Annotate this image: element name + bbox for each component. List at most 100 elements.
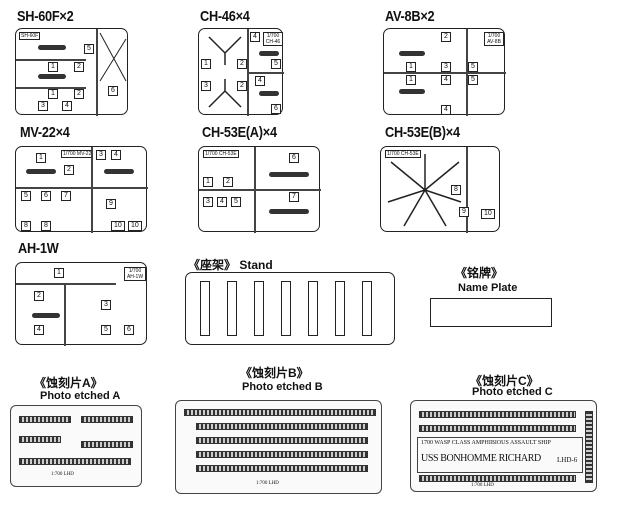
rotor-blades-icon [208,36,242,108]
photo-etch-sheet-c: 1700 WASP CLASS AMPHIBIOUS ASSAULT SHIP … [410,400,597,492]
rotor-blades-icon [387,154,462,227]
part-number: 10 [128,221,142,231]
part-number: 7 [289,192,299,202]
part-number: 2 [74,89,84,99]
part-number: 1 [48,89,58,99]
part-number: 2 [441,32,451,42]
stand-title-cn: 《座架》 [188,258,237,272]
part-number: 4 [62,101,72,111]
part-number: 6 [41,191,51,201]
sprue-title-ah1w: AH-1W [18,240,59,257]
part-number: 5 [271,59,281,69]
part-number: 6 [124,325,134,335]
part-number: 2 [237,59,247,69]
part-number: 8 [21,221,31,231]
sprue-sh60f: SH-60F 1 2 5 1 2 3 4 6 [15,28,128,116]
pe-c-subtitle: Photo etched C [472,386,553,398]
part-number: 7 [61,191,71,201]
stand-title-en: Stand [239,258,273,272]
part-number: 1 [201,59,211,69]
part-number: 1 [48,62,58,72]
sprue-tag: 1/700 CH-46 [263,32,283,46]
stand-piece [254,281,264,336]
part-number: 1 [36,153,46,163]
pe-a-subtitle: Photo etched A [40,390,121,402]
part-number: 5 [468,75,478,85]
part-number: 2 [34,291,44,301]
nameplate-hull: LHD-6 [557,456,578,464]
sprue-tag: 1/700 CH-53E [385,150,421,158]
sprue-tag: SH-60F [19,32,41,40]
part-number: 3 [441,62,451,72]
sprue-title-mv22: MV-22×4 [20,124,70,141]
sprue-mv22: 1/700 MV-22 1 3 4 2 5 6 7 9 8 8 10 10 [15,146,148,233]
sprue-title-ch53b: CH-53E(B)×4 [385,124,460,141]
part-number: 5 [84,44,94,54]
nameplate-frame [417,437,583,473]
photo-etch-sheet-b: 1:700 LHD [175,400,382,494]
sprue-title-ch46: CH-46×4 [200,8,250,25]
nameplate-subtitle: Name Plate [458,282,518,294]
sprue-ch53a: 1/700 CH-53E 6 1 2 3 4 5 7 [198,146,321,233]
nameplate-ship-name: USS BONHOMME RICHARD [421,453,541,464]
sprue-title-ch53a: CH-53E(A)×4 [202,124,277,141]
part-number: 4 [441,105,451,115]
stand-sprue [185,272,395,345]
pe-b-title: 《蚀刻片B》 [240,366,309,380]
part-number: 10 [481,209,495,219]
stand-piece [308,281,318,336]
part-number: 2 [237,81,247,91]
part-number: 5 [21,191,31,201]
part-number: 2 [74,62,84,72]
part-number: 1 [406,62,416,72]
stand-title: 《座架》 Stand [188,256,273,273]
photo-etch-sheet-a: 1:700 LHD [10,405,142,487]
stand-piece [281,281,291,336]
part-number: 4 [111,150,121,160]
vertical-rail [585,411,593,483]
stand-piece [200,281,210,336]
part-number: 4 [34,325,44,335]
name-plate [430,298,552,327]
part-number: 4 [255,76,265,86]
pe-b-subtitle: Photo etched B [242,381,323,393]
sprue-ch46: 1/700 CH-46 1 2 3 2 4 5 4 6 [198,28,284,116]
rotor-blades-icon [99,32,127,82]
part-number: 6 [108,86,118,96]
part-number: 3 [101,300,111,310]
part-number: 9 [459,207,469,217]
stand-piece [362,281,372,336]
part-number: 3 [96,150,106,160]
sprue-av8b: 1/700 AV-8B 2 1 3 5 1 4 5 4 [383,28,506,116]
pe-code: 1:700 LHD [471,483,494,488]
part-number: 5 [101,325,111,335]
part-number: 4 [250,32,260,42]
part-number: 3 [203,197,213,207]
part-number: 6 [271,104,281,114]
part-number: 4 [217,197,227,207]
part-number: 3 [38,101,48,111]
part-number: 1 [54,268,64,278]
sprue-tag: 1/700 MV-22 [61,150,94,158]
part-number: 1 [406,75,416,85]
sprue-title-sh60f: SH-60F×2 [17,8,74,25]
pe-code: 1:700 LHD [256,481,279,486]
part-number: 3 [201,81,211,91]
part-number: 1 [203,177,213,187]
pe-c-title: 《蚀刻片C》 [470,374,539,388]
part-number: 8 [41,221,51,231]
part-number: 5 [231,197,241,207]
pe-code: 1:700 LHD [51,472,74,477]
sprue-ch53b: 1/700 CH-53E 8 9 10 [380,146,500,233]
part-number: 6 [289,153,299,163]
nameplate-title: 《铭牌》 [455,266,504,280]
part-number: 5 [468,62,478,72]
stand-piece [227,281,237,336]
sprue-ah1w: 1/700 AH-1W 1 2 3 4 5 6 [15,262,147,346]
nameplate-line1: 1700 WASP CLASS AMPHIBIOUS ASSAULT SHIP [421,440,551,446]
sprue-tag: 1/700 CH-53E [203,150,239,158]
part-number: 9 [106,199,116,209]
part-number: 8 [451,185,461,195]
sprue-title-av8b: AV-8B×2 [385,8,435,25]
pe-a-title: 《蚀刻片A》 [34,376,103,390]
